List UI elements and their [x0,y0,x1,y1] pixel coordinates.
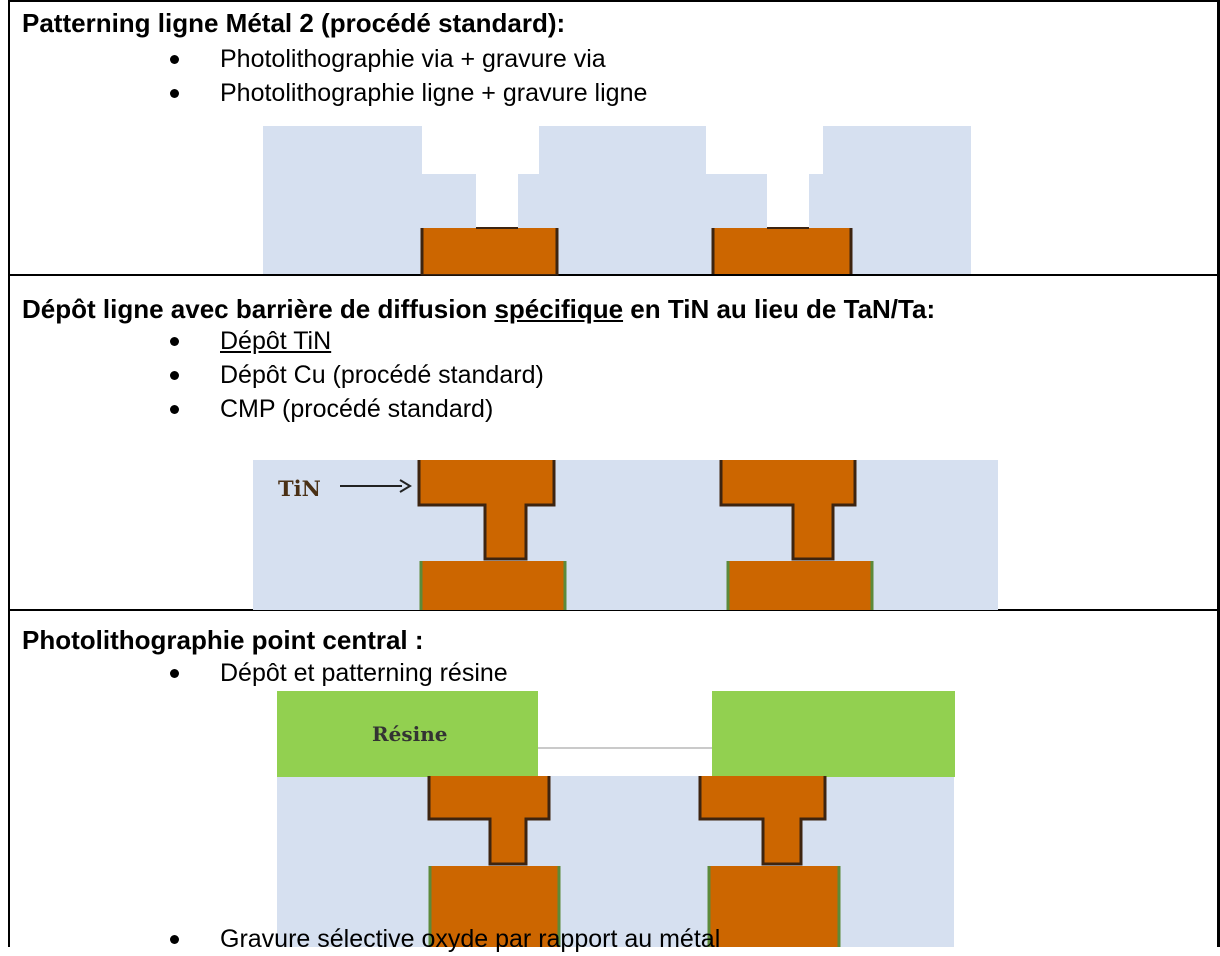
section-1-heading: Patterning ligne Métal 2 (procédé standa… [22,8,566,38]
bullet-icon [170,371,179,380]
resist-block [712,691,955,777]
bullet-icon [170,405,179,414]
section-3-heading: Photolithographie point central : [22,625,424,655]
section-2-heading: Dépôt ligne avec barrière de diffusion s… [22,294,936,324]
list-item: Dépôt et patterning résine [170,656,508,690]
resist-label: Résine [372,722,447,746]
list-item: Gravure sélective oxyde par rapport au m… [170,922,720,956]
metal-2-dual-damascene [719,460,857,561]
list-item: Photolithographie ligne + gravure ligne [170,76,647,110]
resist-block [277,691,538,777]
row-divider-1 [8,274,1220,276]
list-item: Dépôt TiN [170,324,544,358]
section-3-bullets-continued: Gravure sélective oxyde par rapport au m… [170,922,720,956]
section-3-bullets: Dépôt et patterning résine [170,656,508,690]
line-trench-opening [706,126,823,174]
oxide-layer [277,776,954,947]
section-1-bullets: Photolithographie via + gravure via Phot… [170,42,647,110]
bullet-icon [170,89,179,98]
table-border-top [8,0,1220,2]
metal-1-line [420,561,566,610]
bullet-icon [170,669,179,678]
via-opening [767,172,809,228]
bullet-icon [170,337,179,346]
bullet-icon [170,55,179,64]
metal-2-dual-damascene [427,776,551,866]
list-item: Dépôt Cu (procédé standard) [170,358,544,392]
metal-1-line [429,866,560,947]
metal-2-dual-damascene [698,776,827,866]
section-2-bullets: Dépôt TiN Dépôt Cu (procédé standard) CM… [170,324,544,426]
metal-1-line [727,561,873,610]
bullet-icon [170,935,179,944]
metal-2-dual-damascene [417,460,556,561]
tin-label: TiN [278,476,321,501]
list-item: CMP (procédé standard) [170,392,544,426]
list-item: Photolithographie via + gravure via [170,42,647,76]
metal-1-line [708,866,840,947]
line-trench-opening [422,126,539,174]
metal-1-line [713,228,850,274]
oxide-layer [263,126,971,274]
via-opening [476,172,518,228]
table-border-right [1217,0,1220,947]
table-border-left [8,0,10,947]
